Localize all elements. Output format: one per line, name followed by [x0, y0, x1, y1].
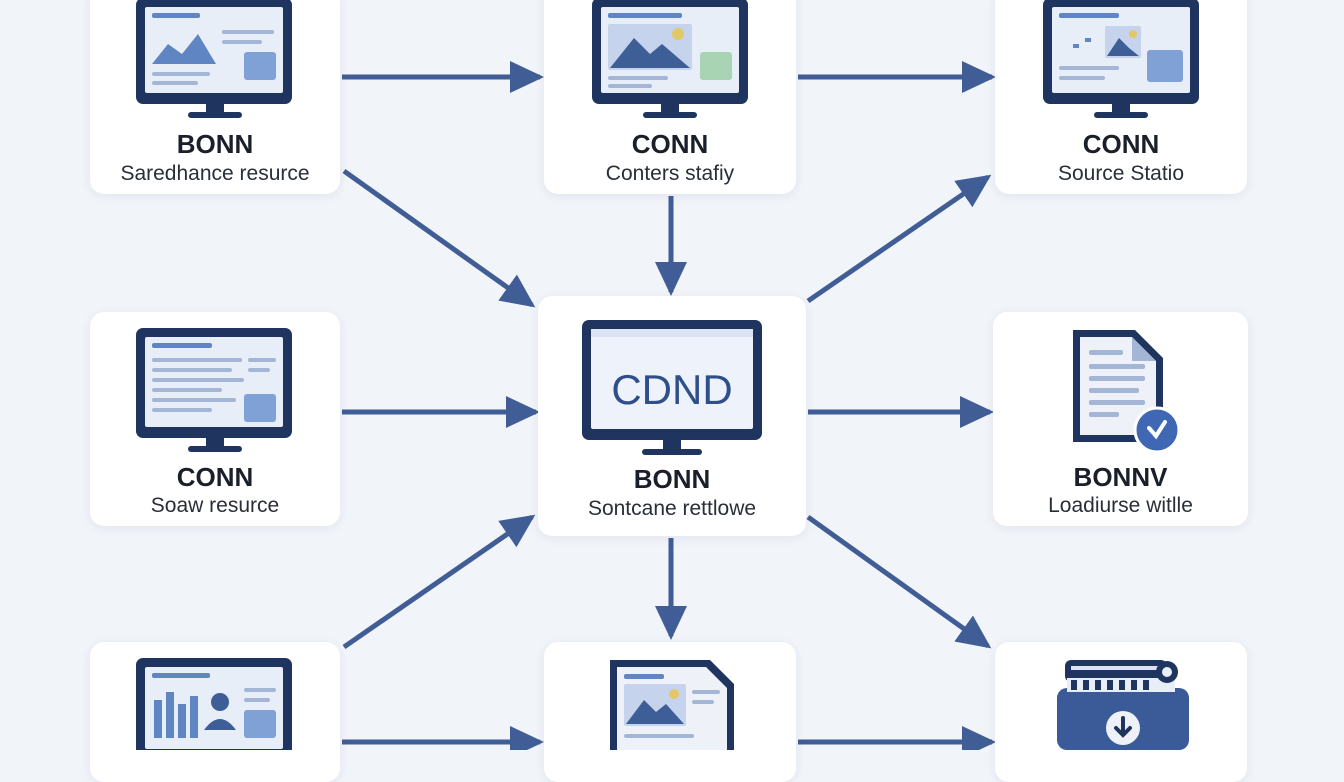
arrow-center-to-top-right: [806, 174, 992, 304]
monitor-image-icon: [1043, 0, 1199, 118]
node-top-left[interactable]: BONN Saredhance resurce: [90, 0, 340, 194]
node-bottom-right[interactable]: [995, 642, 1247, 782]
node-top-center[interactable]: CONN Conters stafiy: [544, 0, 796, 194]
node-title: CONN: [176, 462, 254, 492]
document-image-icon: [610, 660, 734, 750]
cdn-screen-text: CDND: [611, 366, 732, 413]
node-bottom-center[interactable]: [544, 642, 796, 782]
document-download-icon: [1073, 330, 1181, 452]
node-bottom-left[interactable]: [90, 642, 340, 782]
node-mid-left[interactable]: CONN Soaw resurce: [90, 312, 340, 526]
arrow-center-to-bottom-right: [806, 514, 992, 649]
monitor-cdn-icon: CDND: [582, 320, 762, 455]
node-mid-right[interactable]: BONNV Loadiurse witlle: [993, 312, 1248, 526]
node-title: BONN: [176, 129, 254, 159]
connector-layer: [342, 61, 996, 750]
node-title: BONNV: [1073, 462, 1168, 492]
node-title: BONN: [633, 464, 711, 494]
node-subtitle: Conters stafiy: [605, 162, 735, 185]
node-subtitle: Source Statio: [1057, 162, 1185, 185]
node-center[interactable]: CDND BONN Sontcane rettlowe: [538, 296, 806, 536]
node-subtitle: Saredhance resurce: [120, 162, 310, 185]
node-top-right[interactable]: CONN Source Statio: [995, 0, 1247, 194]
monitor-text-icon: [136, 328, 292, 452]
node-title: CONN: [1082, 129, 1160, 159]
server-download-icon: [1057, 660, 1189, 750]
monitor-image-icon: [592, 0, 748, 118]
cdn-flow-diagram: BONN Saredhance resurce CONN Conters sta…: [90, 0, 1248, 782]
monitor-chart-icon: [136, 0, 292, 118]
node-subtitle: Sontcane rettlowe: [587, 497, 757, 520]
node-subtitle: Soaw resurce: [150, 494, 280, 517]
arrow-bottom-left-to-center: [342, 514, 536, 650]
arrow-top-left-to-center: [342, 168, 536, 308]
node-title: CONN: [631, 129, 709, 159]
monitor-profile-icon: [136, 658, 292, 750]
node-subtitle: Loadiurse witlle: [1048, 494, 1193, 517]
